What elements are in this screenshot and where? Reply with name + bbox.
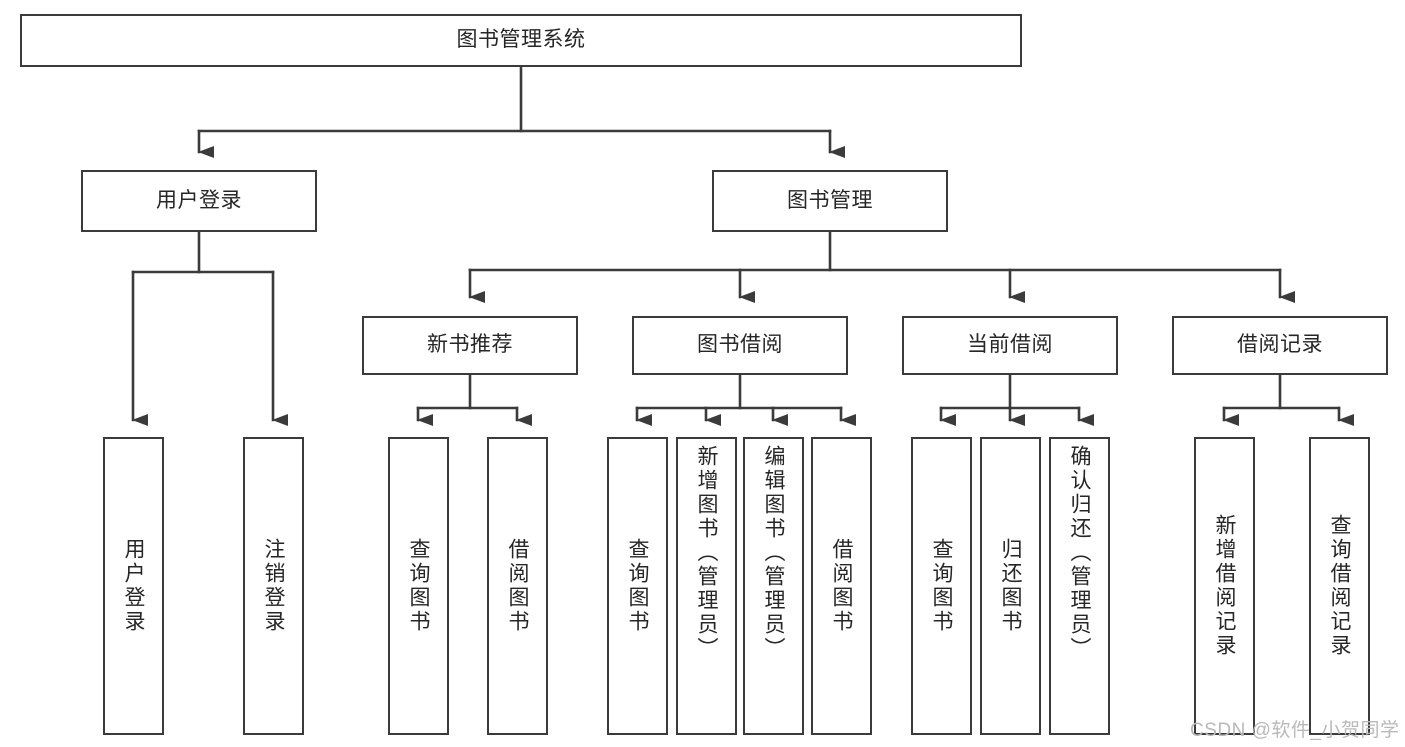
node-leaf-logout-label: 注销登录 bbox=[262, 538, 285, 634]
node-leaf-add-book-label: 新增图书（管理员） bbox=[695, 445, 718, 661]
node-leaf-user-login[interactable]: 用户登录 bbox=[103, 437, 164, 735]
node-leaf-query-book-3[interactable]: 查询图书 bbox=[911, 437, 972, 735]
node-leaf-borrow-book-1-label: 借阅图书 bbox=[506, 538, 529, 634]
node-current-borrow[interactable]: 当前借阅 bbox=[902, 316, 1118, 375]
node-borrow-record[interactable]: 借阅记录 bbox=[1172, 316, 1388, 375]
node-leaf-query-book-1[interactable]: 查询图书 bbox=[388, 437, 449, 735]
node-leaf-query-book-2-label: 查询图书 bbox=[626, 538, 649, 634]
node-user-login-label: 用户登录 bbox=[156, 188, 242, 212]
node-leaf-borrow-book-2[interactable]: 借阅图书 bbox=[811, 437, 872, 735]
node-leaf-query-book-3-label: 查询图书 bbox=[930, 538, 953, 634]
node-leaf-edit-book[interactable]: 编辑图书（管理员） bbox=[743, 437, 804, 735]
csdn-watermark: CSDN @软件_小贺同学 bbox=[1190, 720, 1400, 741]
node-leaf-add-book[interactable]: 新增图书（管理员） bbox=[676, 437, 737, 735]
node-leaf-return-book-label: 归还图书 bbox=[999, 538, 1022, 634]
node-book-manage[interactable]: 图书管理 bbox=[712, 170, 948, 232]
node-book-borrow[interactable]: 图书借阅 bbox=[632, 316, 848, 375]
node-user-login[interactable]: 用户登录 bbox=[81, 170, 317, 232]
node-new-book-rec-label: 新书推荐 bbox=[427, 333, 513, 357]
node-root[interactable]: 图书管理系统 bbox=[20, 14, 1022, 67]
node-book-manage-label: 图书管理 bbox=[787, 188, 873, 212]
node-borrow-record-label: 借阅记录 bbox=[1237, 333, 1323, 357]
node-leaf-query-record[interactable]: 查询借阅记录 bbox=[1309, 437, 1370, 735]
node-leaf-edit-book-label: 编辑图书（管理员） bbox=[762, 445, 785, 661]
node-leaf-borrow-book-2-label: 借阅图书 bbox=[830, 538, 853, 634]
node-leaf-add-record[interactable]: 新增借阅记录 bbox=[1194, 437, 1255, 735]
node-leaf-user-login-label: 用户登录 bbox=[122, 538, 145, 634]
node-leaf-query-book-2[interactable]: 查询图书 bbox=[607, 437, 668, 735]
node-leaf-return-book[interactable]: 归还图书 bbox=[980, 437, 1041, 735]
node-leaf-query-book-1-label: 查询图书 bbox=[407, 538, 430, 634]
node-new-book-rec[interactable]: 新书推荐 bbox=[362, 316, 578, 375]
node-leaf-logout[interactable]: 注销登录 bbox=[243, 437, 304, 735]
node-leaf-query-record-label: 查询借阅记录 bbox=[1328, 514, 1351, 658]
node-book-borrow-label: 图书借阅 bbox=[697, 333, 783, 357]
node-current-borrow-label: 当前借阅 bbox=[967, 333, 1053, 357]
node-leaf-confirm-return-label: 确认归还（管理员） bbox=[1068, 445, 1091, 661]
node-leaf-confirm-return[interactable]: 确认归还（管理员） bbox=[1049, 437, 1110, 735]
node-leaf-add-record-label: 新增借阅记录 bbox=[1213, 514, 1236, 658]
node-root-label: 图书管理系统 bbox=[456, 28, 586, 52]
node-leaf-borrow-book-1[interactable]: 借阅图书 bbox=[487, 437, 548, 735]
